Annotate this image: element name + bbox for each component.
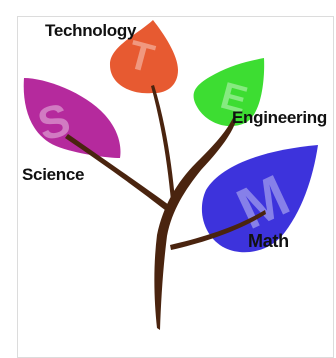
branch-math bbox=[170, 210, 266, 250]
engineering-label: Engineering bbox=[232, 108, 327, 127]
science-label: Science bbox=[22, 165, 85, 184]
engineering-leaf bbox=[193, 58, 265, 127]
branch-science bbox=[65, 134, 169, 210]
technology-leaf bbox=[109, 20, 178, 94]
science-leaf bbox=[23, 78, 121, 158]
technology-label: Technology bbox=[45, 21, 137, 40]
branch-technology bbox=[151, 85, 175, 201]
math-label: Math bbox=[248, 231, 289, 251]
math-leaf bbox=[201, 145, 318, 253]
